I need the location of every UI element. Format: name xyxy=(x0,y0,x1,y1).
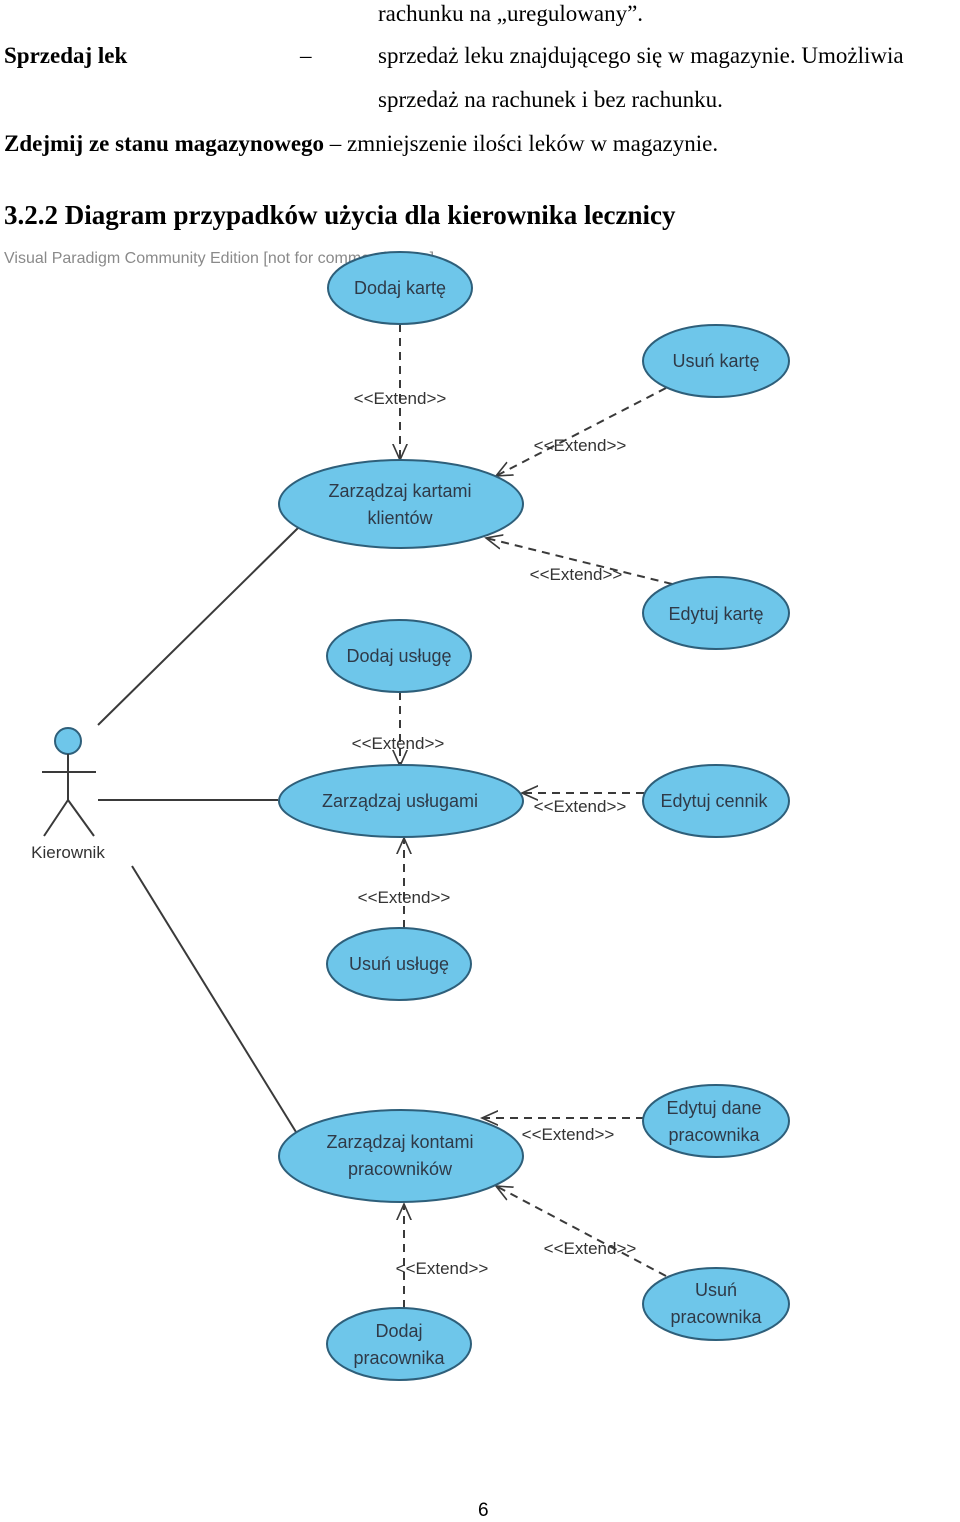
extend-edytuj-karte xyxy=(486,538,673,585)
usecase-label-usun-pracownika-2: pracownika xyxy=(670,1307,762,1327)
usecase-zarzadzaj-kartami xyxy=(278,459,524,549)
usecase-label-dodaj-pracownika-1: Dodaj xyxy=(375,1321,422,1341)
desc-sell-drug-1: sprzedaż leku znajdującego się w magazyn… xyxy=(378,43,904,68)
usecase-usun-karte xyxy=(642,324,790,398)
watermark: Visual Paradigm Community Edition [not f… xyxy=(4,250,435,267)
usecase-label-usun-usluge: Usuń usługę xyxy=(349,954,449,974)
usecase-label-usun-karte: Usuń kartę xyxy=(672,351,759,371)
usecase-edytuj-dane xyxy=(642,1084,790,1158)
extend-usun-pracownika xyxy=(496,1186,667,1277)
usecase-edytuj-cennik xyxy=(642,764,790,838)
extend-label-usun-pracownika: <<Extend>> xyxy=(544,1239,637,1258)
extend-label-dodaj-usluge: <<Extend>> xyxy=(352,734,445,753)
usecase-label-zarzadzaj-kontami-2: pracowników xyxy=(348,1159,453,1179)
association-kartami xyxy=(97,527,299,726)
usecase-label-edytuj-dane-2: pracownika xyxy=(668,1125,760,1145)
usecase-label-dodaj-karte: Dodaj kartę xyxy=(354,278,446,298)
usecase-label-zarzadzaj-kartami-1: Zarządzaj kartami xyxy=(328,481,471,501)
desc-remove-stock: – zmniejszenie ilości leków w magazynie. xyxy=(329,131,719,156)
extend-label-usun-karte: <<Extend>> xyxy=(534,436,627,455)
text-line-receipt: rachunku na „uregulowany”. xyxy=(378,1,644,26)
usecase-label-usun-pracownika-1: Usuń xyxy=(695,1280,737,1300)
usecase-label-zarzadzaj-uslugami: Zarządzaj usługami xyxy=(322,791,478,811)
usecase-usun-pracownika xyxy=(642,1267,790,1341)
extend-label-edytuj-cennik: <<Extend>> xyxy=(534,797,627,816)
extend-label-edytuj-dane: <<Extend>> xyxy=(522,1125,615,1144)
term-remove-stock: Zdejmij ze stanu magazynowego xyxy=(4,131,325,156)
association-kontami xyxy=(131,865,297,1133)
term-sell-drug: Sprzedaj lek xyxy=(4,43,128,68)
extend-label-usun-usluge: <<Extend>> xyxy=(358,888,451,907)
usecase-label-zarzadzaj-kontami-1: Zarządzaj kontami xyxy=(326,1132,473,1152)
extend-usun-karte xyxy=(496,387,667,476)
usecase-label-dodaj-pracownika-2: pracownika xyxy=(353,1348,445,1368)
item-remove-stock: Zdejmij ze stanu magazynowego – zmniejsz… xyxy=(4,132,718,155)
extend-label-dodaj-pracownika: <<Extend>> xyxy=(396,1259,489,1278)
usecase-dodaj-usluge xyxy=(326,619,472,693)
usecase-dodaj-pracownika xyxy=(326,1307,472,1381)
actor-label: Kierownik xyxy=(31,843,105,862)
usecase-label-edytuj-cennik: Edytuj cennik xyxy=(660,791,768,811)
term-dash: – xyxy=(300,43,312,68)
usecase-edytuj-karte xyxy=(642,576,790,650)
usecase-dodaj-karte xyxy=(327,251,473,325)
usecase-zarzadzaj-kontami xyxy=(278,1109,524,1203)
actor-leg-left xyxy=(43,799,69,837)
page-number: 6 xyxy=(478,1500,489,1521)
usecase-label-edytuj-karte: Edytuj kartę xyxy=(668,604,763,624)
actor-leg-right xyxy=(67,799,95,837)
usecase-label-zarzadzaj-kartami-2: klientów xyxy=(367,508,433,528)
usecase-label-edytuj-dane-1: Edytuj dane xyxy=(666,1098,761,1118)
actor-kierownik: Kierownik xyxy=(31,727,105,862)
extend-label-edytuj-karte: <<Extend>> xyxy=(530,565,623,584)
desc-sell-drug-2: sprzedaż na rachunek i bez rachunku. xyxy=(378,87,723,112)
extend-label-dodaj-karte: <<Extend>> xyxy=(354,389,447,408)
usecase-usun-usluge xyxy=(326,927,472,1001)
section-heading: 3.2.2 Diagram przypadków użycia dla kier… xyxy=(4,200,676,230)
usecase-zarzadzaj-uslugami xyxy=(278,764,524,838)
usecase-label-dodaj-usluge: Dodaj usługę xyxy=(346,646,451,666)
actor-head xyxy=(54,727,82,755)
